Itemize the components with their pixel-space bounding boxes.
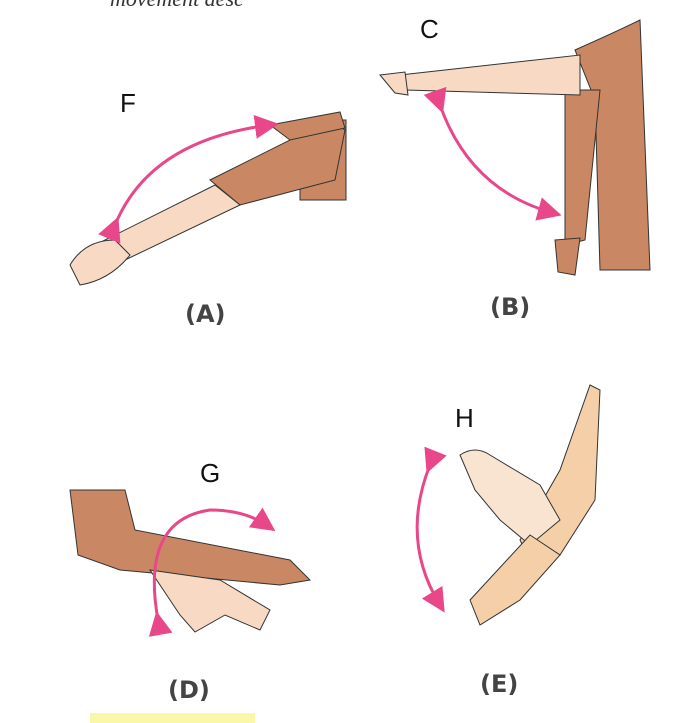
caption-a: (A) bbox=[185, 300, 226, 328]
label-c: C bbox=[420, 14, 439, 44]
label-h: H bbox=[455, 403, 474, 433]
label-g: G bbox=[200, 458, 221, 488]
caption-d: (D) bbox=[168, 676, 210, 704]
panel-b-arm-illustration bbox=[379, 19, 651, 276]
caption-b: (B) bbox=[490, 293, 531, 321]
label-f: F bbox=[120, 88, 136, 118]
cut-off-caption-text: movement desc bbox=[110, 0, 244, 12]
panel-d-wrist-illustration bbox=[69, 489, 312, 637]
panel-a-arm-illustration bbox=[69, 111, 347, 286]
panel-e-foot-illustration bbox=[415, 384, 601, 626]
highlighter-mark bbox=[90, 713, 255, 723]
caption-e: (E) bbox=[480, 670, 519, 698]
